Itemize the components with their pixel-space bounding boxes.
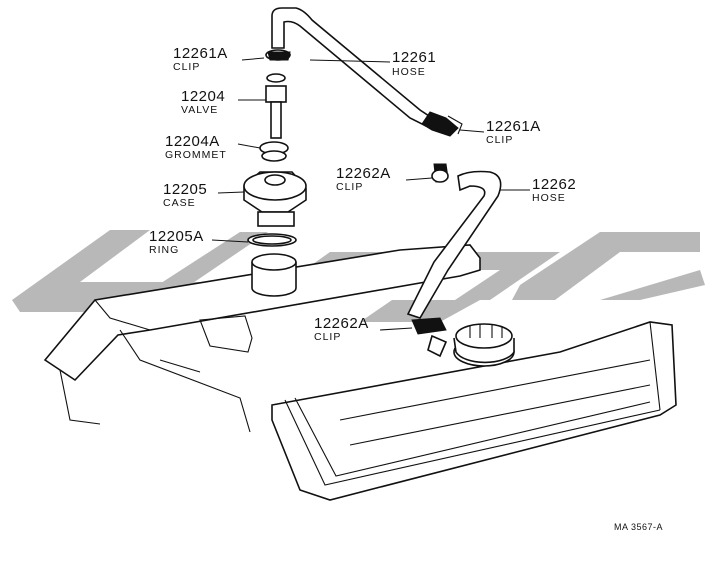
callout-case-12205: 12205 CASE: [163, 181, 207, 209]
callout-ring-12205a: 12205A RING: [149, 228, 204, 256]
hose-12261-shape: [271, 7, 463, 137]
hose-12262-shape: [406, 163, 502, 358]
callout-name: RING: [149, 244, 179, 256]
callout-clip-12261a-top: 12261A CLIP: [173, 45, 228, 73]
drawing-code: MA 3567-A: [614, 522, 663, 532]
head-cover-rear: [43, 244, 481, 433]
callout-number: 12261A: [173, 45, 228, 62]
callout-number: 12261: [392, 49, 436, 66]
leader-lines: [211, 57, 530, 331]
callout-hose-12261: 12261 HOSE: [392, 49, 436, 78]
callout-name: HOSE: [392, 66, 426, 78]
oil-filler-cap: [453, 323, 515, 367]
callout-clip-12262a-bottom: 12262A CLIP: [314, 315, 369, 343]
callout-name: CLIP: [486, 134, 513, 146]
callout-number: 12204: [181, 88, 225, 105]
callout-name: CASE: [163, 197, 196, 209]
callout-number: 12262A: [336, 165, 391, 182]
callout-name: CLIP: [314, 331, 341, 343]
callout-name: VALVE: [181, 104, 218, 116]
callout-grommet-12204a: 12204A GROMMET: [165, 133, 227, 161]
head-cover-front: [271, 321, 677, 501]
callout-number: 12262: [532, 176, 576, 193]
callout-clip-12262a-top: 12262A CLIP: [336, 165, 391, 193]
callout-name: CLIP: [173, 61, 200, 73]
callout-hose-12262: 12262 HOSE: [532, 176, 576, 204]
callout-name: GROMMET: [165, 149, 227, 161]
callout-name: CLIP: [336, 181, 363, 193]
callout-number: 12204A: [165, 133, 220, 150]
callout-number: 12262A: [314, 315, 369, 332]
pcv-valve-assembly: [243, 49, 307, 297]
callout-name: HOSE: [532, 192, 566, 204]
callout-number: 12261A: [486, 118, 541, 135]
callout-valve-12204: 12204 VALVE: [181, 88, 225, 116]
callout-number: 12205A: [149, 228, 204, 245]
callout-number: 12205: [163, 181, 207, 198]
callout-clip-12261a-right: 12261A CLIP: [486, 118, 541, 146]
